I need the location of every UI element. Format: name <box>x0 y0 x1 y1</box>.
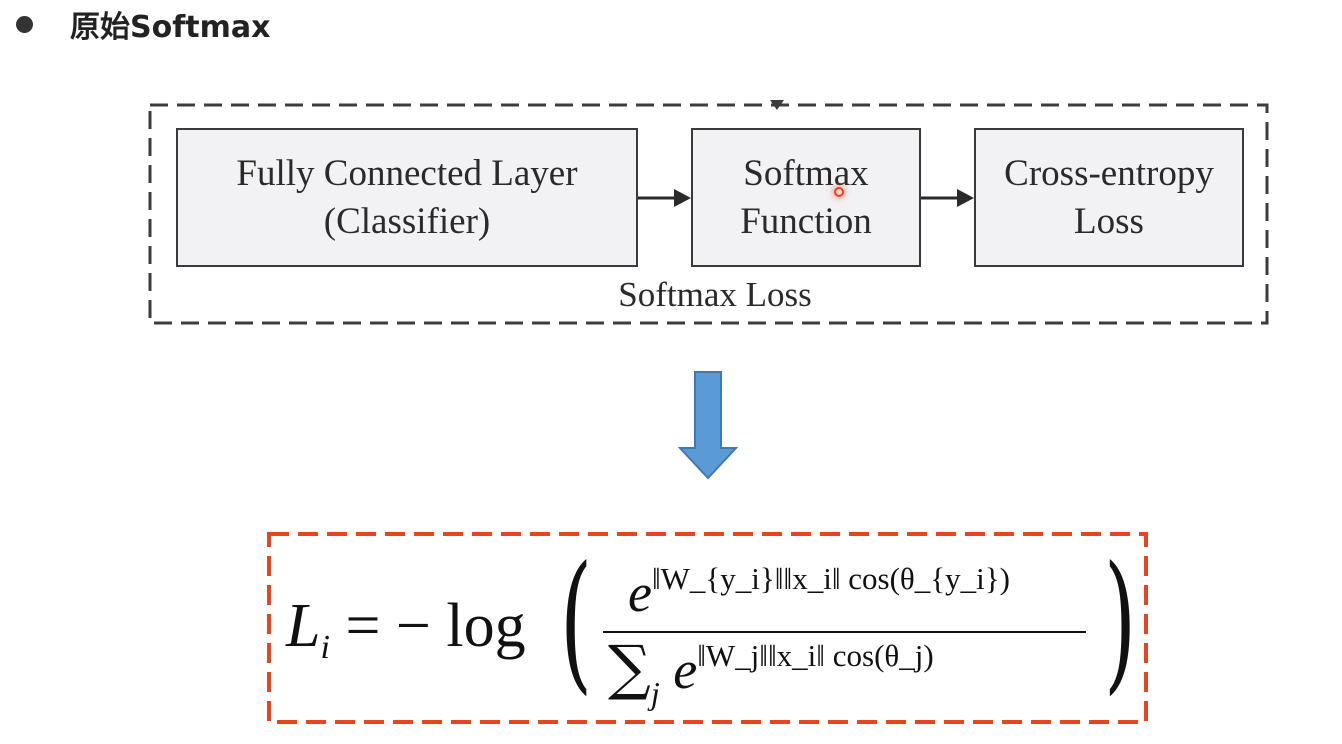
slide-title: 原始Softmax <box>12 2 270 46</box>
formula-lhs: Li = − log <box>286 591 526 667</box>
down-arrow-icon <box>677 371 739 480</box>
right-paren: ) <box>1104 535 1137 709</box>
group-label: Softmax Loss <box>618 275 812 314</box>
cross-entropy-loss-box: Cross-entropy Loss <box>974 128 1244 267</box>
box-label: Cross-entropy <box>1004 152 1214 194</box>
sum-subscript: j <box>650 675 660 711</box>
formula-denominator: ∑j e‖W_j‖‖x_i‖ cos(θ_j) <box>608 633 934 712</box>
box-label: Loss <box>1074 200 1144 242</box>
fully-connected-layer-box: Fully Connected Layer (Classifier) <box>176 128 638 267</box>
box-label: Fully Connected Layer <box>236 152 578 194</box>
arrow-head-icon <box>957 189 974 207</box>
softmax-loss-formula: Li = − log ( ) e‖W_{y_i}‖‖x_i‖ cos(θ_{y_… <box>268 533 1148 723</box>
formula-numerator: e‖W_{y_i}‖‖x_i‖ cos(θ_{y_i}) <box>628 561 1010 624</box>
cursor-pointer-icon <box>834 187 844 197</box>
left-paren: ( <box>560 535 593 709</box>
box-label: Function <box>740 200 872 242</box>
softmax-function-box: Softmax Function <box>691 128 921 267</box>
numerator-base: e <box>628 563 652 623</box>
formula-equals-log: = − log <box>329 592 526 660</box>
box-label: Softmax <box>743 152 869 194</box>
denominator-base: e <box>673 640 698 700</box>
page-title: 原始Softmax <box>70 10 271 45</box>
denominator-exponent: ‖W_j‖‖x_i‖ cos(θ_j) <box>697 638 934 673</box>
formula-border <box>267 532 1148 724</box>
softmax-loss-group-border <box>148 103 1269 325</box>
sum-symbol: ∑ <box>608 633 651 703</box>
top-marker-icon <box>770 100 784 110</box>
fraction-bar <box>603 631 1086 633</box>
formula-lhs-subscript: i <box>320 629 330 666</box>
numerator-exponent: ‖W_{y_i}‖‖x_i‖ cos(θ_{y_i}) <box>651 561 1010 596</box>
box-label: (Classifier) <box>323 200 491 242</box>
formula-lhs-symbol: L <box>286 592 321 660</box>
arrow-head-icon <box>674 189 691 207</box>
bullet-icon <box>16 15 33 33</box>
